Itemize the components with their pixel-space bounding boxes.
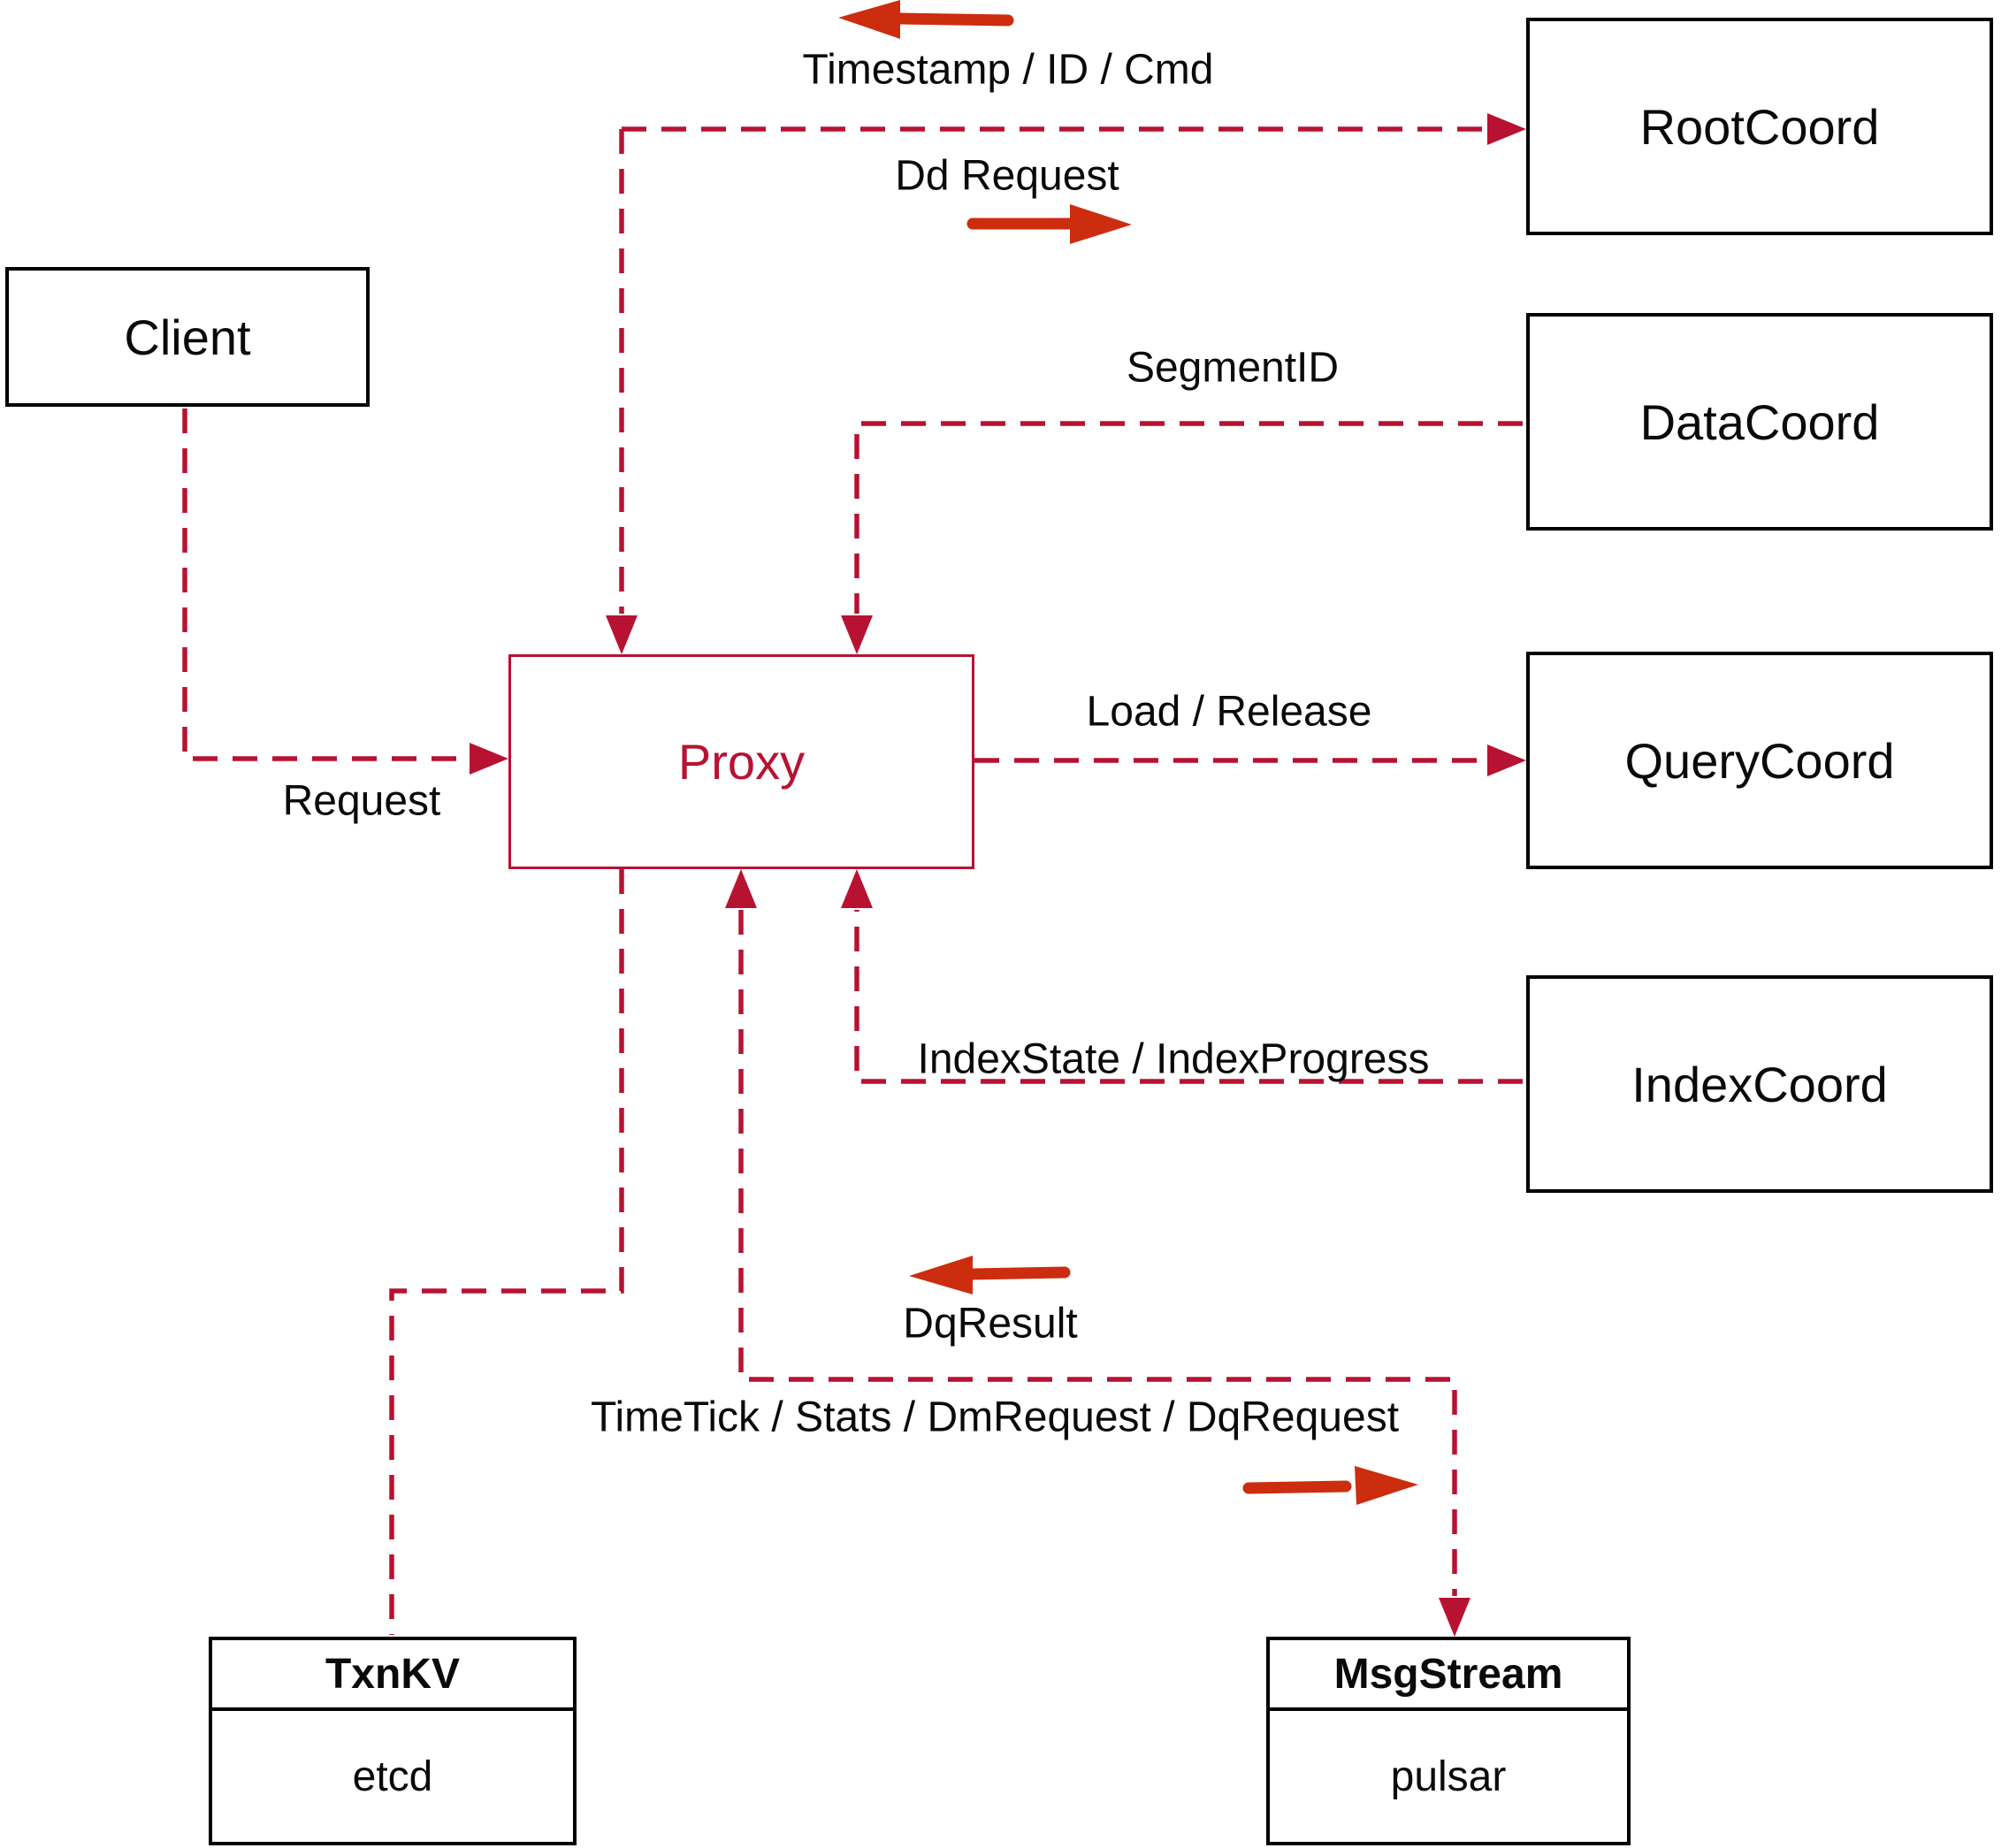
querycoord-node: QueryCoord bbox=[1526, 652, 1993, 869]
arrowhead-into-querycoord bbox=[1487, 745, 1526, 776]
time-tick-direction-arrow-shaft bbox=[1242, 1480, 1352, 1494]
msgstream-node-body: pulsar bbox=[1390, 1753, 1507, 1800]
edge-segmentid-line bbox=[854, 421, 1523, 614]
msgstream-node-title: MsgStream bbox=[1270, 1640, 1627, 1711]
indexcoord-node: IndexCoord bbox=[1526, 975, 1993, 1193]
edge-label-timestamp: Timestamp / ID / Cmd bbox=[802, 46, 1214, 94]
client-node-label: Client bbox=[124, 309, 251, 365]
arrowhead-into-proxy-top-right bbox=[841, 615, 873, 654]
client-node: Client bbox=[5, 267, 370, 407]
rootcoord-node-label: RootCoord bbox=[1639, 98, 1880, 155]
proxy-node: Proxy bbox=[508, 654, 974, 869]
edge-label-time-tick: TimeTick / Stats / DmRequest / DqRequest bbox=[590, 1394, 1400, 1441]
edge-label-dd-request: Dd Request bbox=[895, 152, 1119, 200]
rootcoord-node: RootCoord bbox=[1526, 18, 1993, 235]
proxy-node-label: Proxy bbox=[677, 734, 806, 790]
edge-label-index-state: IndexState / IndexProgress bbox=[917, 1035, 1430, 1083]
edge-label-segment-id: SegmentID bbox=[1126, 344, 1340, 392]
arrowhead-into-msgstream bbox=[1439, 1598, 1470, 1637]
time-tick-direction-arrow-head bbox=[1355, 1466, 1418, 1505]
arrowhead-into-proxy-top-left bbox=[606, 615, 638, 654]
edge-msgstream-line bbox=[738, 910, 1457, 1596]
datacoord-node: DataCoord bbox=[1526, 313, 1993, 531]
txnkv-node-title: TxnKV bbox=[212, 1640, 573, 1711]
dq-result-direction-arrow-head bbox=[909, 1256, 973, 1294]
edge-indexstate-line bbox=[854, 910, 1523, 1084]
dq-result-direction-arrow-shaft bbox=[965, 1266, 1071, 1280]
timestamp-direction-arrow-head bbox=[838, 0, 900, 39]
edge-request-line bbox=[182, 409, 468, 761]
indexcoord-node-label: IndexCoord bbox=[1631, 1056, 1888, 1112]
datacoord-node-label: DataCoord bbox=[1639, 393, 1880, 450]
arrowhead-into-proxy-left bbox=[470, 743, 508, 775]
txnkv-node: TxnKV etcd bbox=[209, 1637, 577, 1845]
arrowhead-into-proxy-bottom-right bbox=[841, 869, 873, 908]
timestamp-direction-arrow-shaft bbox=[892, 12, 1014, 27]
querycoord-node-label: QueryCoord bbox=[1624, 732, 1895, 789]
edge-label-dq-result: DqResult bbox=[903, 1300, 1078, 1348]
arrowhead-into-rootcoord bbox=[1487, 113, 1526, 145]
arrowhead-into-proxy-bottom-left bbox=[725, 869, 757, 908]
edge-label-request: Request bbox=[282, 777, 441, 825]
msgstream-node: MsgStream pulsar bbox=[1266, 1637, 1631, 1845]
txnkv-node-body: etcd bbox=[352, 1753, 433, 1800]
edge-txnkv-line bbox=[389, 869, 624, 1635]
dd-request-direction-arrow-head bbox=[1070, 204, 1132, 244]
edge-label-load-release: Load / Release bbox=[1086, 688, 1372, 736]
